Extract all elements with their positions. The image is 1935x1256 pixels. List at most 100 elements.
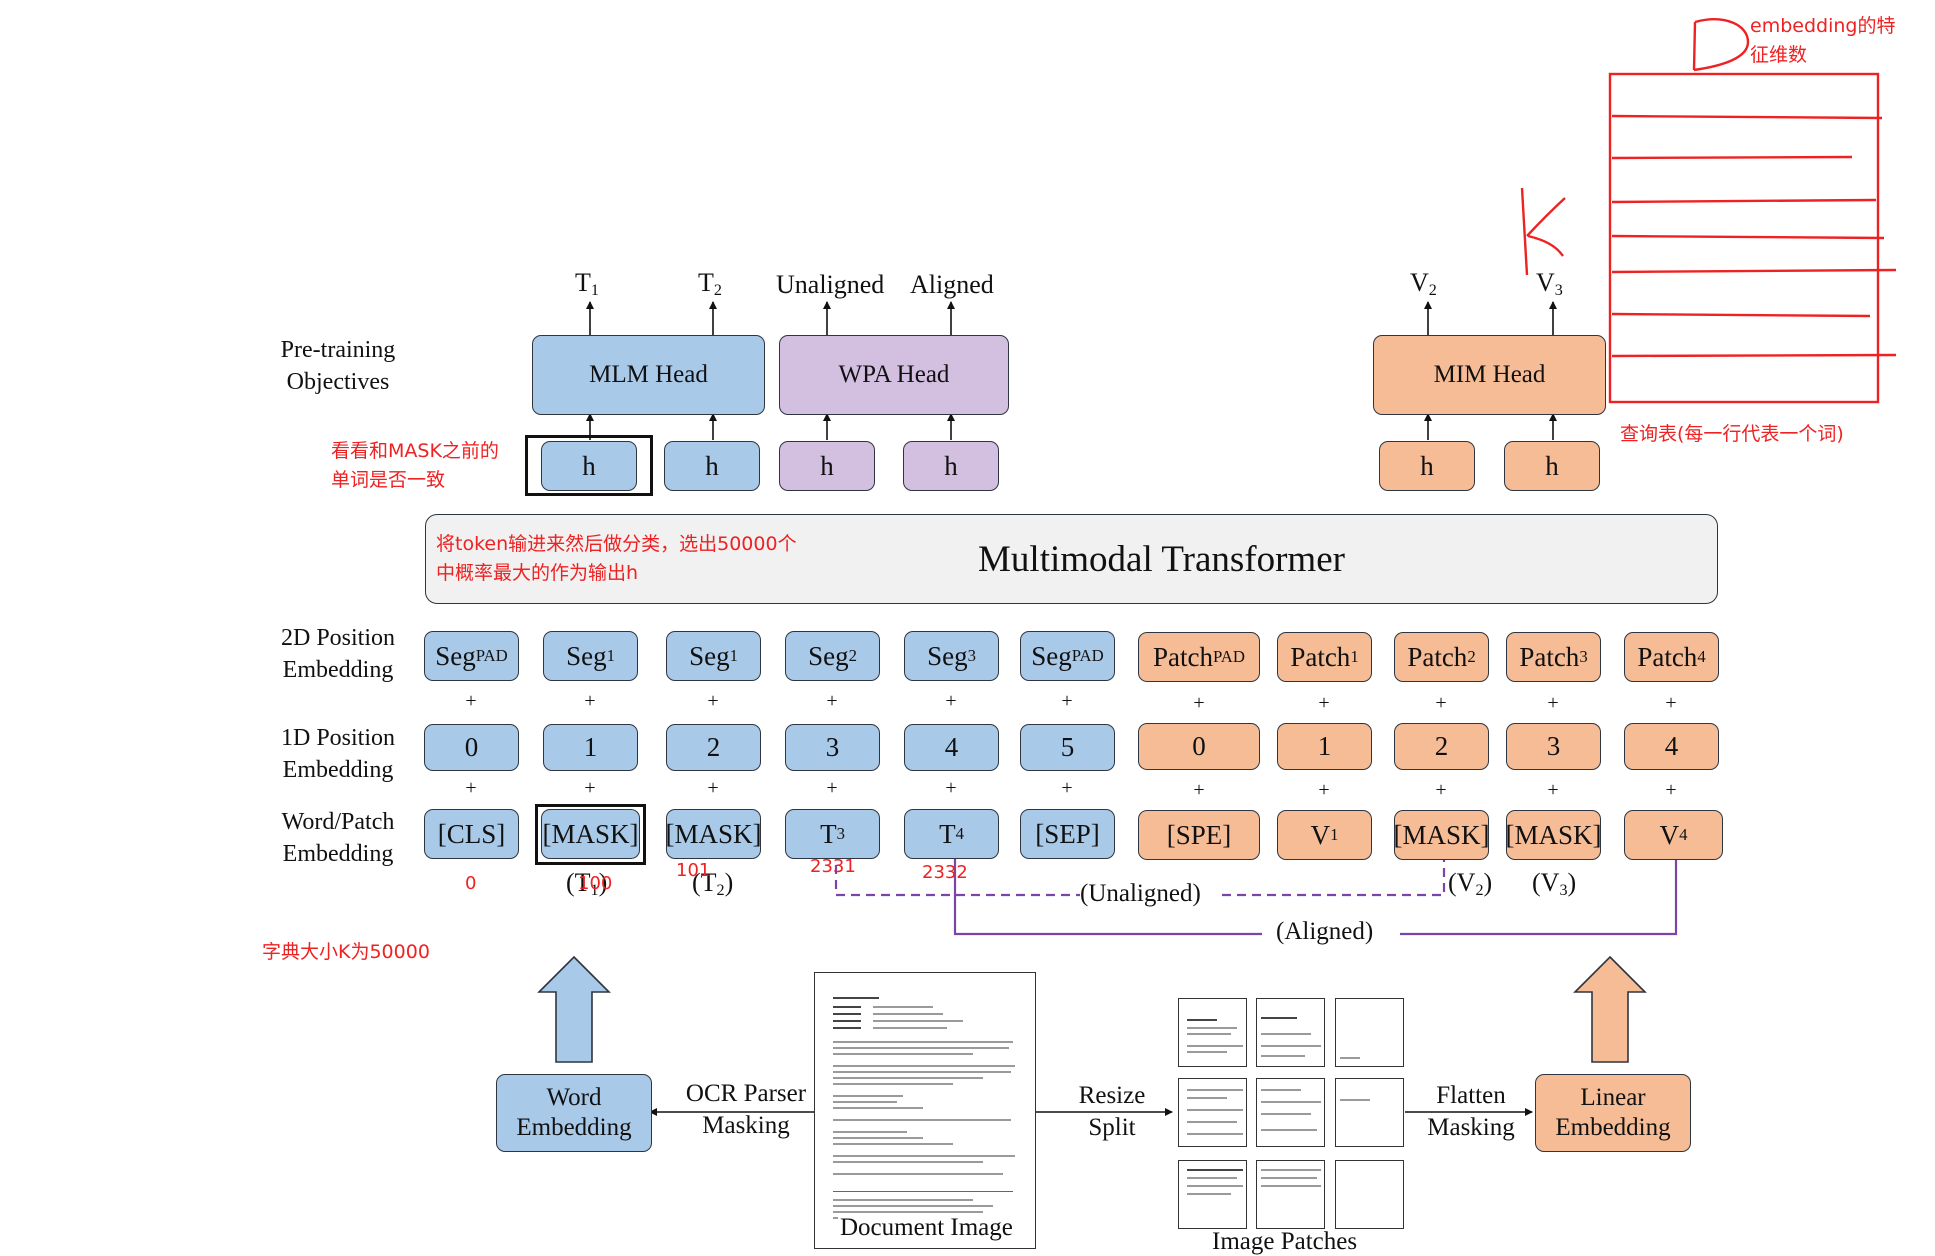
plus-sign: +	[707, 690, 719, 712]
mask-highlight	[535, 804, 646, 865]
transformer-label: Multimodal Transformer	[978, 538, 1345, 580]
note-token-classification: 将token输进来然后做分类，选出50000个 中概率最大的作为输出h	[436, 533, 797, 584]
dictionary-k-sketch	[1520, 187, 1566, 276]
token-id: 0	[465, 873, 477, 894]
output-unaligned: Unaligned	[776, 270, 885, 299]
token-spe: [SPE]	[1138, 810, 1260, 860]
label-1d-position: 1D Position Embedding	[280, 725, 396, 783]
pos-4-image: 4	[1624, 723, 1719, 770]
h1-highlight	[525, 435, 653, 496]
plus-sign: +	[707, 777, 719, 799]
note-same-word: 看看和MASK之前的 单词是否一致	[331, 440, 499, 491]
plus-sign: +	[1193, 692, 1205, 714]
hidden-state-h6: h	[1504, 441, 1600, 491]
hidden-state-h5: h	[1379, 441, 1475, 491]
plus-sign: +	[945, 690, 957, 712]
document-image	[814, 972, 1036, 1249]
plus-sign: +	[1665, 779, 1677, 801]
image-patch	[1256, 998, 1325, 1067]
wpa-head: WPA Head	[779, 335, 1009, 415]
under-label-t1: (T1)	[566, 868, 608, 900]
hidden-state-h4: h	[903, 441, 999, 491]
plus-sign: +	[945, 777, 957, 799]
lookup-table-rows	[1611, 114, 1897, 358]
output-t2: T2	[698, 268, 722, 300]
plus-sign: +	[465, 777, 477, 799]
plus-sign: +	[1318, 779, 1330, 801]
plus-sign: +	[1547, 692, 1559, 714]
plus-sign: +	[584, 777, 596, 799]
plus-sign: +	[1318, 692, 1330, 714]
mim-head: MIM Head	[1373, 335, 1606, 415]
word-embedding-box: Word Embedding	[496, 1074, 652, 1152]
label-aligned: (Aligned)	[1276, 918, 1374, 945]
hidden-state-h3: h	[779, 441, 875, 491]
token-mask-v3: [MASK]	[1506, 810, 1602, 860]
plus-sign: +	[1193, 779, 1205, 801]
plus-sign: +	[1435, 779, 1447, 801]
aligned-line-right	[1400, 860, 1678, 936]
linear-embedding-box: Linear Embedding	[1535, 1074, 1691, 1152]
plus-sign: +	[465, 690, 477, 712]
plus-sign: +	[826, 690, 838, 712]
label-document-image: Document Image	[838, 1214, 1015, 1242]
label-flatten-masking: Flatten Masking	[1427, 1082, 1515, 1141]
image-patch	[1178, 998, 1247, 1067]
multimodal-transformer: Multimodal Transformer	[425, 514, 1718, 604]
label-pretraining-objectives: Pre-training Objectives	[280, 337, 396, 395]
hidden-state-h2: h	[664, 441, 760, 491]
plus-sign: +	[1435, 692, 1447, 714]
image-patch	[1256, 1160, 1325, 1229]
pos-4-text: 4	[904, 724, 999, 771]
label-ocr-parser: OCR Parser Masking	[685, 1080, 807, 1139]
token-mask-v2: [MASK]	[1394, 810, 1490, 860]
pos-5-text: 5	[1020, 724, 1115, 771]
label-unaligned: (Unaligned)	[1080, 880, 1201, 907]
label-2d-position: 2D Position Embedding	[280, 625, 396, 683]
plus-sign: +	[584, 690, 596, 712]
label-word-patch-embedding: Word/Patch Embedding	[281, 809, 395, 867]
hidden-state-h1: h	[541, 441, 637, 491]
plus-sign: +	[1061, 777, 1073, 799]
image-patch	[1256, 1078, 1325, 1147]
label-resize-split: Resize Split	[1078, 1082, 1146, 1141]
aligned-line-left	[953, 850, 1262, 936]
output-v2: V2	[1410, 268, 1437, 300]
mlm-head: MLM Head	[532, 335, 765, 415]
under-label-v3: (V3)	[1532, 868, 1577, 900]
pos-0-image: 0	[1138, 723, 1260, 770]
unaligned-line-left	[834, 850, 1080, 897]
token-id: 101	[676, 860, 711, 881]
note-lookup-table: 查询表(每一行代表一个词)	[1620, 423, 1844, 445]
image-patch	[1335, 998, 1404, 1067]
image-patch	[1335, 1160, 1404, 1229]
output-v3: V3	[1536, 268, 1563, 300]
note-dictionary-size: 字典大小K为50000	[262, 941, 430, 963]
output-aligned: Aligned	[910, 270, 994, 299]
plus-sign: +	[1061, 690, 1073, 712]
plus-sign: +	[826, 777, 838, 799]
pos-2-text: 2	[666, 724, 761, 771]
image-patch	[1178, 1078, 1247, 1147]
pos-3-image: 3	[1506, 723, 1601, 770]
word-embedding-up-arrow	[537, 955, 611, 1063]
note-embedding-dim: embedding的特 征维数	[1750, 15, 1896, 66]
plus-sign: +	[1665, 692, 1677, 714]
token-mask-1: [MASK]	[541, 809, 640, 859]
token-id: 100	[578, 873, 613, 894]
token-mask-2: [MASK]	[666, 809, 762, 859]
